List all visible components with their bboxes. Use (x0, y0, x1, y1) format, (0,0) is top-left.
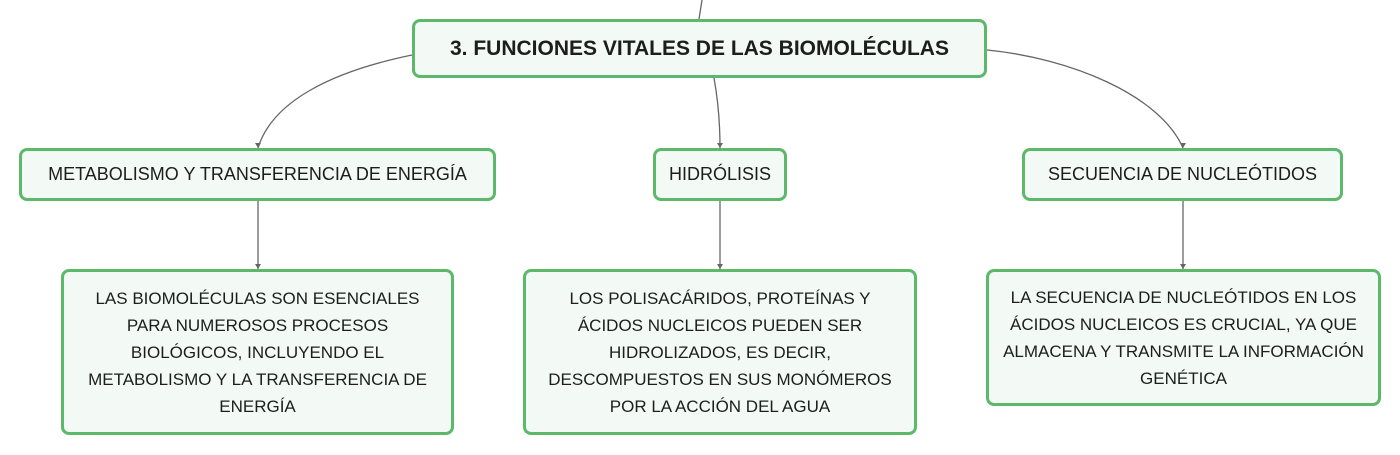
arrowhead-secuencia-detail (1180, 264, 1186, 269)
arrowhead-metabolismo-detail (255, 264, 261, 269)
connector-root-hidrolisis (713, 77, 721, 149)
detail-text-hidrolisis: LOS POLISACÁRIDOS, PROTEÍNAS Y ÁCIDOS NU… (548, 288, 892, 416)
arrowhead-secuencia (1180, 143, 1186, 148)
connector-parent-root (698, 0, 703, 20)
root-topic-label: 3. FUNCIONES VITALES DE LAS BIOMOLÉCULAS (450, 36, 949, 60)
topic-node-metabolismo[interactable]: METABOLISMO Y TRANSFERENCIA DE ENERGÍA (19, 148, 496, 201)
arrowhead-hidrolisis-detail (717, 264, 723, 269)
topic-label-hidrolisis: HIDRÓLISIS (668, 164, 772, 184)
arrowhead-hidrolisis (717, 143, 723, 148)
detail-node-secuencia[interactable]: LA SECUENCIA DE NUCLEÓTIDOS EN LOS ÁCIDO… (986, 269, 1381, 406)
detail-text-metabolismo: LAS BIOMOLÉCULAS SON ESENCIALES PARA NUM… (88, 288, 427, 416)
root-topic-node[interactable]: 3. FUNCIONES VITALES DE LAS BIOMOLÉCULAS (412, 19, 987, 78)
detail-text-secuencia: LA SECUENCIA DE NUCLEÓTIDOS EN LOS ÁCIDO… (1003, 287, 1364, 388)
topic-node-secuencia[interactable]: SECUENCIA DE NUCLEÓTIDOS (1022, 148, 1343, 201)
connector-root-secuencia (986, 49, 1184, 149)
connector-root-metabolismo (257, 54, 413, 149)
topic-node-hidrolisis[interactable]: HIDRÓLISIS (653, 148, 787, 201)
detail-node-metabolismo[interactable]: LAS BIOMOLÉCULAS SON ESENCIALES PARA NUM… (61, 269, 454, 435)
topic-label-metabolismo: METABOLISMO Y TRANSFERENCIA DE ENERGÍA (48, 164, 467, 184)
topic-label-secuencia: SECUENCIA DE NUCLEÓTIDOS (1047, 164, 1318, 184)
detail-node-hidrolisis[interactable]: LOS POLISACÁRIDOS, PROTEÍNAS Y ÁCIDOS NU… (523, 269, 917, 435)
arrowhead-metabolismo (255, 143, 261, 148)
